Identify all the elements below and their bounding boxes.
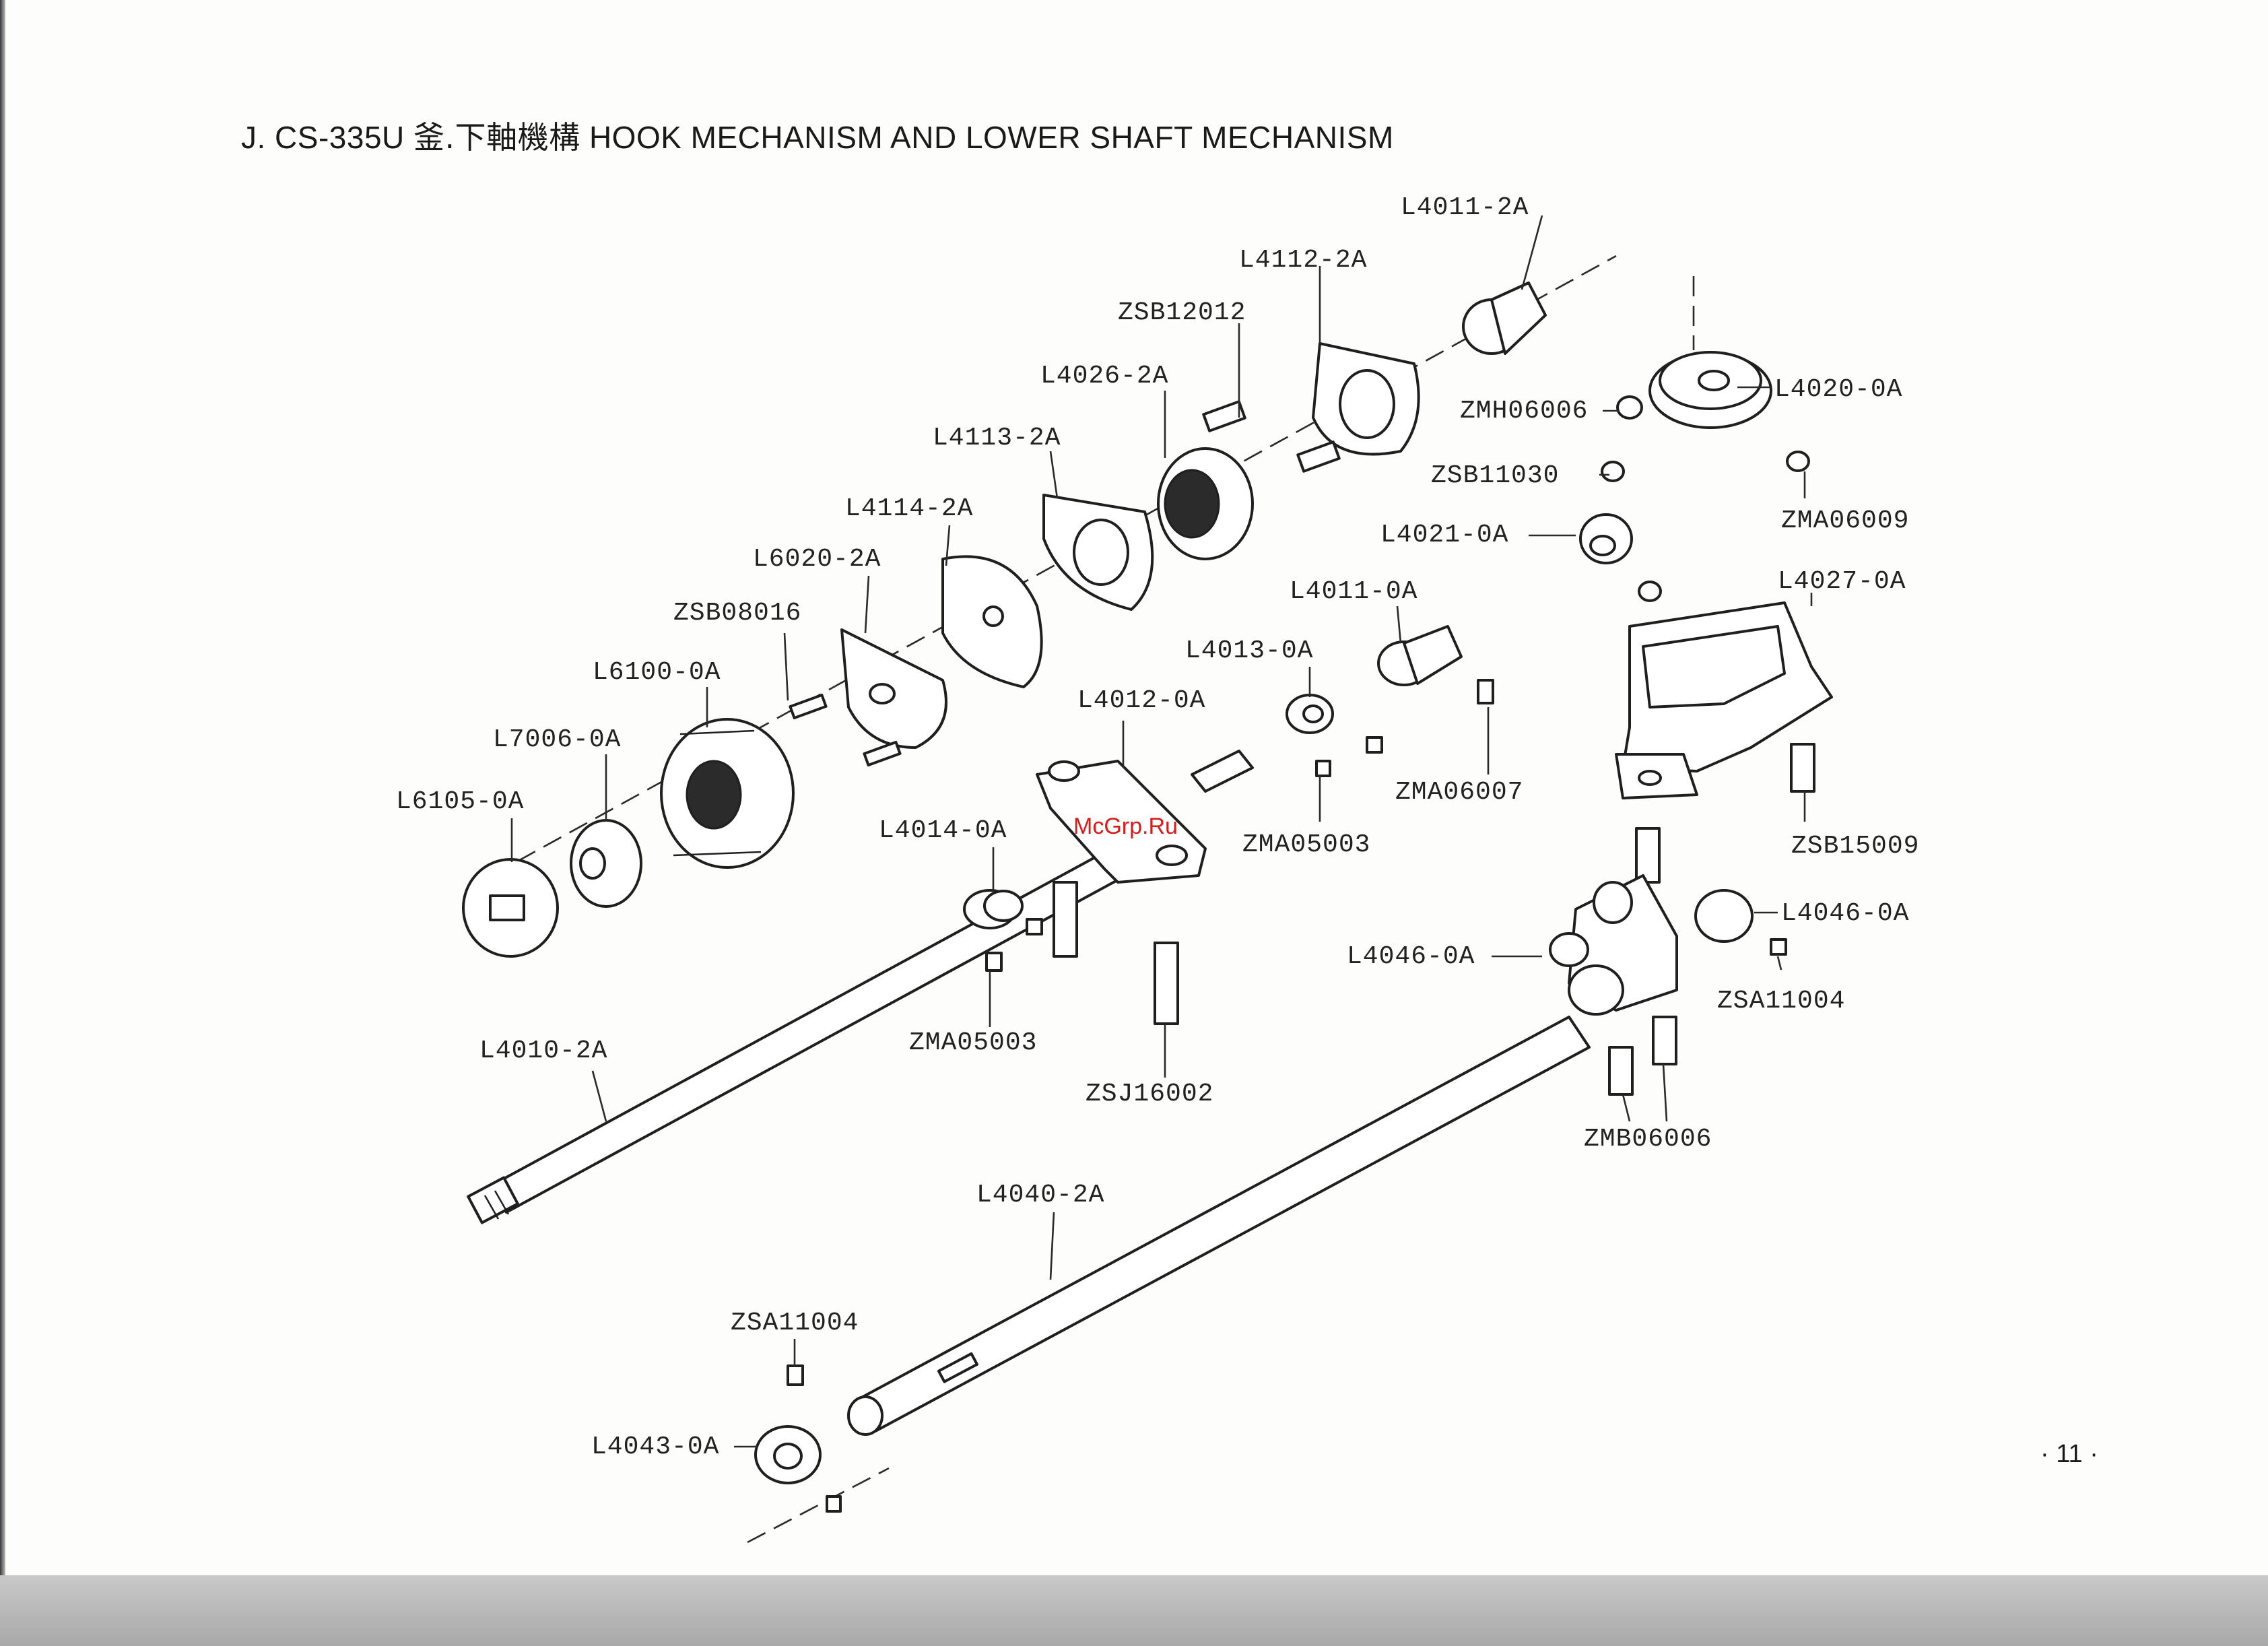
bushing-l4026 [1157, 447, 1254, 560]
part-label: ZSB11030 [1431, 461, 1560, 490]
collar-l4043 [754, 1364, 842, 1513]
small-screws-zsb08016 [789, 693, 902, 767]
part-label: ZMA05003 [1242, 830, 1371, 859]
collar-l4011-2a [1462, 282, 1547, 355]
part-label: ZSB15009 [1791, 832, 1920, 861]
part-label: L6100-0A [593, 658, 721, 687]
part-label: L4021-0A [1380, 521, 1509, 550]
hook-plate-l4114 [941, 555, 1043, 688]
part-label: L4046-0A [1347, 942, 1475, 971]
part-label: L4012-0A [1077, 686, 1206, 715]
part-label: L4020-0A [1774, 375, 1903, 404]
part-label: L4011-2A [1401, 193, 1529, 222]
title-model: J. CS-335U [241, 120, 405, 155]
part-label: ZSB12012 [1118, 298, 1246, 327]
oil-reservoir-l4027 [1615, 601, 1833, 884]
part-label: ZSB08016 [673, 599, 802, 628]
part-label: ZMA06007 [1395, 778, 1524, 807]
page-title: J. CS-335U 釜.下軸機構 HOOK MECHANISM AND LOW… [241, 113, 1394, 158]
part-label: L4014-0A [879, 816, 1007, 845]
part-label: ZSJ16002 [1086, 1080, 1214, 1109]
hook-plate-l4113 [1042, 494, 1154, 611]
label-leader-lines [510, 215, 1813, 1448]
part-label: L4046-0A [1781, 899, 1910, 928]
shaft-bracket-part [1036, 750, 1254, 884]
rotary-hook-part [660, 718, 795, 869]
shaft-bracket-l4046 [1549, 874, 1787, 1096]
part-label: L4040-2A [976, 1181, 1105, 1210]
part-label: L4011-0A [1290, 577, 1418, 606]
lower-shaft-axis-line [747, 1467, 890, 1544]
part-label: L7006-0A [493, 725, 622, 754]
hook-plate-l6020 [840, 628, 947, 749]
part-label: L4013-0A [1185, 636, 1314, 665]
collar-l4013 [1286, 694, 1383, 777]
collar-l4011-0a [1377, 625, 1494, 704]
collar-l4014 [963, 889, 1024, 929]
page-number: · 11 · [2040, 1440, 2098, 1468]
bobbin-case-part [462, 858, 559, 958]
part-label: ZMA05003 [909, 1028, 1038, 1057]
part-label: L4113-2A [933, 424, 1061, 453]
part-label: L6020-2A [753, 545, 881, 574]
bobbin-part [570, 819, 642, 908]
part-label: ZMA06009 [1781, 506, 1910, 535]
part-label: ZSA11004 [731, 1309, 859, 1338]
binding-edge [0, 0, 5, 1576]
part-label: ZMB06006 [1584, 1125, 1712, 1154]
part-label: L4027-0A [1778, 567, 1906, 596]
part-label: L4010-2A [479, 1036, 608, 1065]
part-label: L4026-2A [1040, 362, 1169, 391]
part-label: L4112-2A [1239, 246, 1368, 275]
title-cjk: 釜.下軸機構 [413, 119, 580, 156]
title-english: HOOK MECHANISM AND LOWER SHAFT MECHANISM [589, 120, 1394, 155]
part-label: L6105-0A [396, 787, 525, 816]
part-label: L4043-0A [591, 1433, 720, 1461]
lower-shaft-l4040 [847, 1016, 1591, 1436]
part-label: ZMH06006 [1460, 397, 1589, 426]
gear-l4021 [1579, 461, 1662, 602]
gear-l4020 [1616, 351, 1810, 472]
part-label: ZSA11004 [1717, 987, 1846, 1016]
bracket-screws [985, 881, 1179, 1025]
part-label: L4114-2A [845, 494, 974, 523]
hook-housing-l4112 [1202, 342, 1420, 473]
watermark-text: McGrp.Ru [1073, 814, 1178, 839]
